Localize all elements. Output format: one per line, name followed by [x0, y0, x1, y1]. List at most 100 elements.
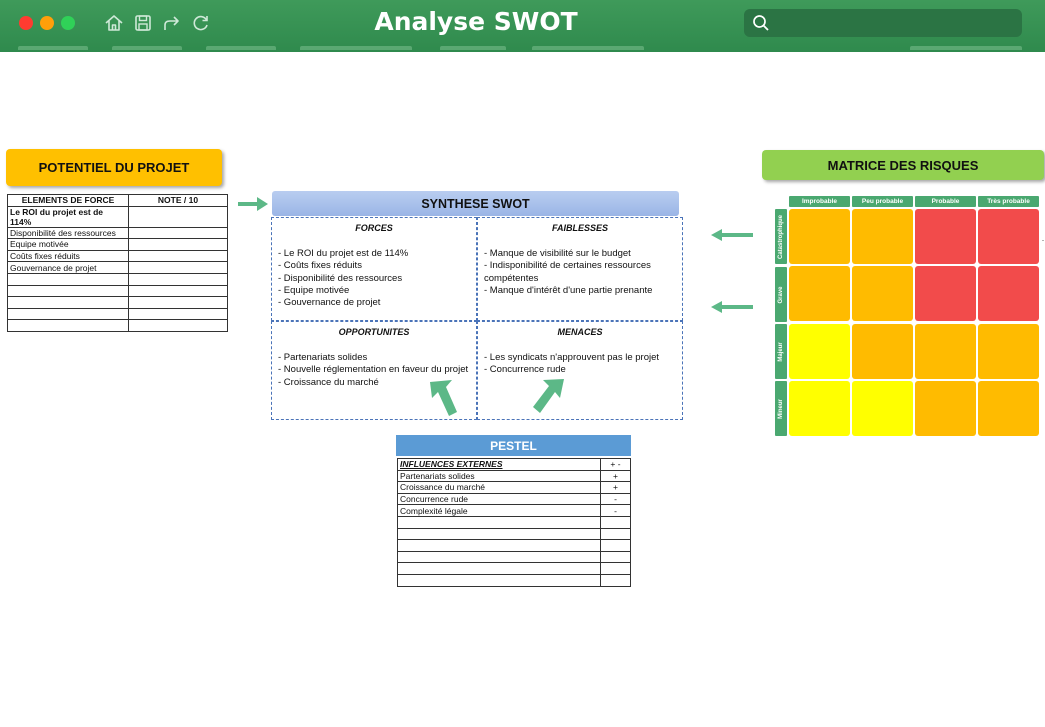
- table-cell[interactable]: [128, 272, 228, 286]
- ribbon-tab[interactable]: [300, 46, 412, 50]
- table-row: Disponibilité des ressources: [7, 226, 228, 240]
- risk-cell-orange: [978, 323, 1039, 379]
- list-item: - Les syndicats n'approuvent pas le proj…: [484, 352, 660, 364]
- risk-cell-red: [915, 266, 976, 322]
- matrix-column-header: Probable: [915, 196, 976, 207]
- risk-cell-yellow: [789, 323, 850, 379]
- table-cell[interactable]: [128, 284, 228, 298]
- list-item: - Gouvernance de projet: [278, 297, 381, 309]
- risk-cell-yellow: [852, 380, 913, 436]
- risk-cell-orange: [915, 380, 976, 436]
- risk-cell-red: [978, 209, 1039, 264]
- matrix-row-header: Mineur: [775, 381, 787, 436]
- table-cell[interactable]: [7, 296, 129, 309]
- table-row: [7, 296, 228, 309]
- table-cell[interactable]: [600, 562, 631, 575]
- list-item: - Coûts fixes réduits: [278, 260, 362, 272]
- table-cell[interactable]: Partenariats solides: [397, 469, 601, 483]
- home-icon[interactable]: [103, 12, 125, 34]
- table-cell[interactable]: [128, 296, 228, 309]
- table-row: [397, 550, 631, 564]
- table-cell[interactable]: [128, 238, 228, 251]
- table-cell[interactable]: [600, 550, 631, 564]
- table-cell[interactable]: [128, 226, 228, 240]
- table-cell[interactable]: Le ROI du projet est de 114%: [7, 205, 129, 228]
- matrix-column-header: Très probable: [978, 196, 1039, 207]
- window-title: Analyse SWOT: [374, 7, 578, 36]
- ribbon-tab[interactable]: [440, 46, 506, 50]
- table-row: Partenariats solides+: [397, 469, 631, 483]
- matrix-row-label: Catastrophique: [778, 214, 784, 259]
- share-icon[interactable]: [161, 12, 183, 34]
- close-window-button[interactable]: [19, 16, 33, 30]
- table-cell[interactable]: -: [600, 492, 631, 506]
- table-cell[interactable]: [7, 284, 129, 298]
- ribbon-tab[interactable]: [910, 46, 1022, 50]
- table-cell[interactable]: [397, 550, 601, 564]
- forces-title: FORCES: [355, 223, 393, 233]
- ribbon-tab[interactable]: [206, 46, 276, 50]
- table-cell[interactable]: [7, 319, 129, 332]
- refresh-icon[interactable]: [190, 12, 212, 34]
- list-item: - Manque de visibilité sur le budget: [484, 248, 631, 260]
- ribbon-tab[interactable]: [532, 46, 644, 50]
- title-bar: Analyse SWOT: [0, 0, 1045, 52]
- table-row: Concurrence rude-: [397, 492, 631, 506]
- table-cell[interactable]: Complexité légale: [397, 504, 601, 517]
- table-cell[interactable]: Gouvernance de projet: [7, 261, 129, 274]
- table-cell[interactable]: +: [600, 469, 631, 483]
- table-cell[interactable]: [128, 205, 228, 228]
- table-row: [7, 319, 228, 332]
- search-icon: [753, 15, 769, 31]
- table-cell[interactable]: [397, 539, 601, 552]
- table-cell[interactable]: [128, 307, 228, 321]
- table-cell[interactable]: [397, 573, 601, 587]
- table-header-row: INFLUENCES EXTERNES + -: [397, 458, 631, 471]
- risk-cell-orange: [915, 323, 976, 379]
- table-cell[interactable]: [7, 307, 129, 321]
- table-header-row: ELEMENTS DE FORCE NOTE / 10: [7, 194, 228, 207]
- table-cell[interactable]: Disponibilité des ressources: [7, 226, 129, 240]
- table-cell[interactable]: [397, 562, 601, 575]
- matrice-header: MATRICE DES RISQUES: [762, 150, 1044, 180]
- table-cell[interactable]: Equipe motivée: [7, 238, 129, 251]
- table-cell[interactable]: [128, 319, 228, 332]
- table-cell[interactable]: [397, 527, 601, 541]
- column-header: NOTE / 10: [128, 194, 228, 207]
- maximize-window-button[interactable]: [61, 16, 75, 30]
- table-cell[interactable]: -: [600, 504, 631, 517]
- table-cell[interactable]: [128, 261, 228, 274]
- swot-forces: FORCES - Le ROI du projet est de 114% - …: [271, 217, 477, 321]
- table-cell[interactable]: +: [600, 481, 631, 494]
- risk-cell-orange: [852, 266, 913, 322]
- opportunites-title: OPPORTUNITES: [338, 327, 410, 337]
- table-cell[interactable]: [600, 573, 631, 587]
- table-cell[interactable]: Concurrence rude: [397, 492, 601, 506]
- save-icon[interactable]: [132, 12, 154, 34]
- table-cell[interactable]: [128, 249, 228, 263]
- ribbon-tab[interactable]: [112, 46, 182, 50]
- table-cell[interactable]: [600, 515, 631, 529]
- table-cell[interactable]: Croissance du marché: [397, 481, 601, 494]
- search-input[interactable]: [744, 9, 1022, 37]
- table-cell[interactable]: [7, 272, 129, 286]
- risk-cell-orange: [852, 323, 913, 379]
- table-cell[interactable]: [397, 515, 601, 529]
- risk-cell-orange: [978, 380, 1039, 436]
- table-cell[interactable]: [600, 539, 631, 552]
- table-row: [7, 307, 228, 321]
- list-item: - Equipe motivée: [278, 284, 350, 296]
- column-header: INFLUENCES EXTERNES: [397, 458, 601, 471]
- risk-cell-orange: [789, 266, 850, 322]
- matrix-row-label: Majeur: [778, 341, 784, 362]
- arrow-left-icon: [711, 301, 753, 313]
- faiblesses-title: FAIBLESSES: [551, 223, 608, 233]
- table-row: Coûts fixes réduits: [7, 249, 228, 263]
- matrix-column-header: Improbable: [789, 196, 850, 207]
- table-cell[interactable]: [600, 527, 631, 541]
- table-cell[interactable]: Coûts fixes réduits: [7, 249, 129, 263]
- risk-cell-orange: [852, 209, 913, 264]
- matrix-row-label: Mineur: [778, 398, 784, 419]
- ribbon-tab[interactable]: [18, 46, 88, 50]
- minimize-window-button[interactable]: [40, 16, 54, 30]
